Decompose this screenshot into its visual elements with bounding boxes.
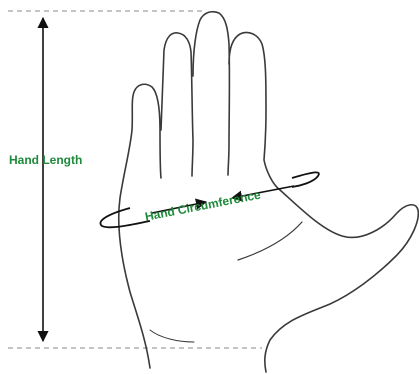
circumference-band	[100, 208, 150, 227]
circumference-band-right	[292, 172, 319, 187]
hand-outline-icon	[119, 12, 419, 372]
hand-length-label: Hand Length	[9, 154, 82, 166]
